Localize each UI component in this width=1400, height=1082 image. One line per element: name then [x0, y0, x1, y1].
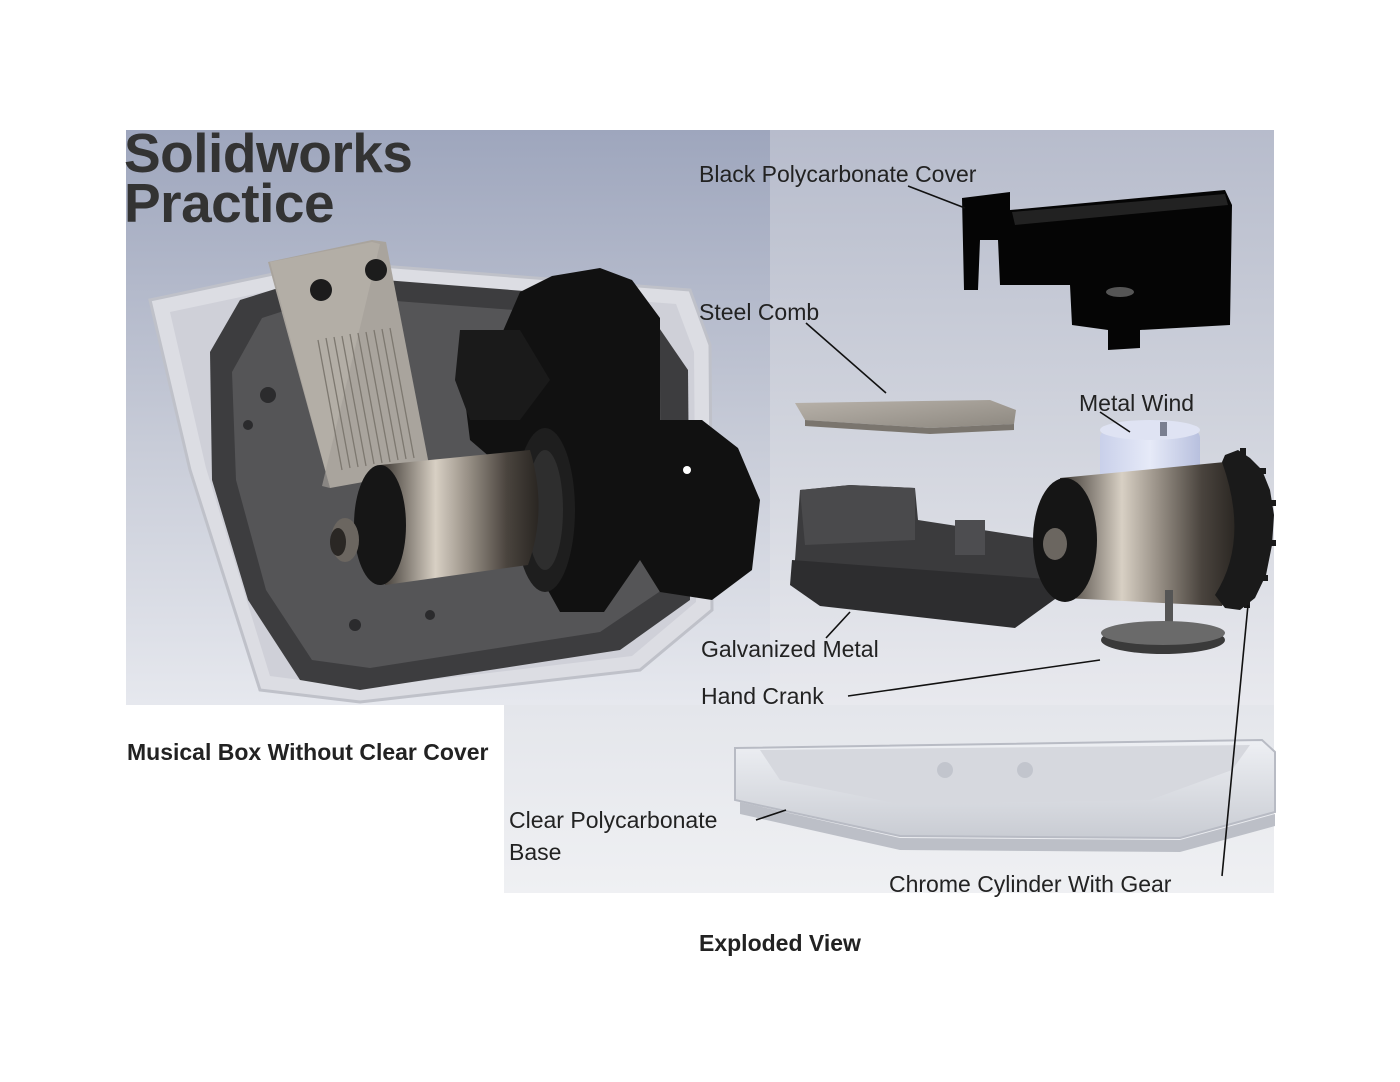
- leader-lines: [755, 185, 1249, 877]
- label-clear-base-line-1: Clear Polycarbonate: [509, 807, 718, 833]
- label-metal-wind: Metal Wind: [1079, 390, 1195, 416]
- exploded-hand-crank: [1101, 590, 1225, 654]
- title-line-2: Practice: [124, 172, 335, 234]
- label-steel-comb: Steel Comb: [699, 299, 820, 325]
- exploded-clear-base: [734, 738, 1276, 852]
- label-black-cover: Black Polycarbonate Cover: [699, 161, 977, 187]
- caption-assembled: Musical Box Without Clear Cover: [127, 739, 489, 765]
- label-clear-base-line-2: Base: [509, 839, 562, 865]
- exploded-galvanized-base: [790, 485, 1062, 628]
- page-title: Solidworks Practice: [124, 126, 413, 231]
- label-chrome-cylinder: Chrome Cylinder With Gear: [889, 871, 1172, 897]
- title-line-1: Solidworks: [124, 122, 413, 184]
- label-hand-crank: Hand Crank: [701, 683, 824, 709]
- caption-exploded: Exploded View: [699, 930, 861, 956]
- exploded-steel-comb: [795, 400, 1016, 434]
- assembled-steel-comb: [268, 240, 430, 488]
- assembled-chrome-cylinder: [330, 450, 539, 585]
- exploded-chrome-cylinder-with-gear: [1033, 448, 1276, 610]
- exploded-black-cover: [962, 190, 1232, 350]
- label-galvanized-metal: Galvanized Metal: [701, 636, 879, 662]
